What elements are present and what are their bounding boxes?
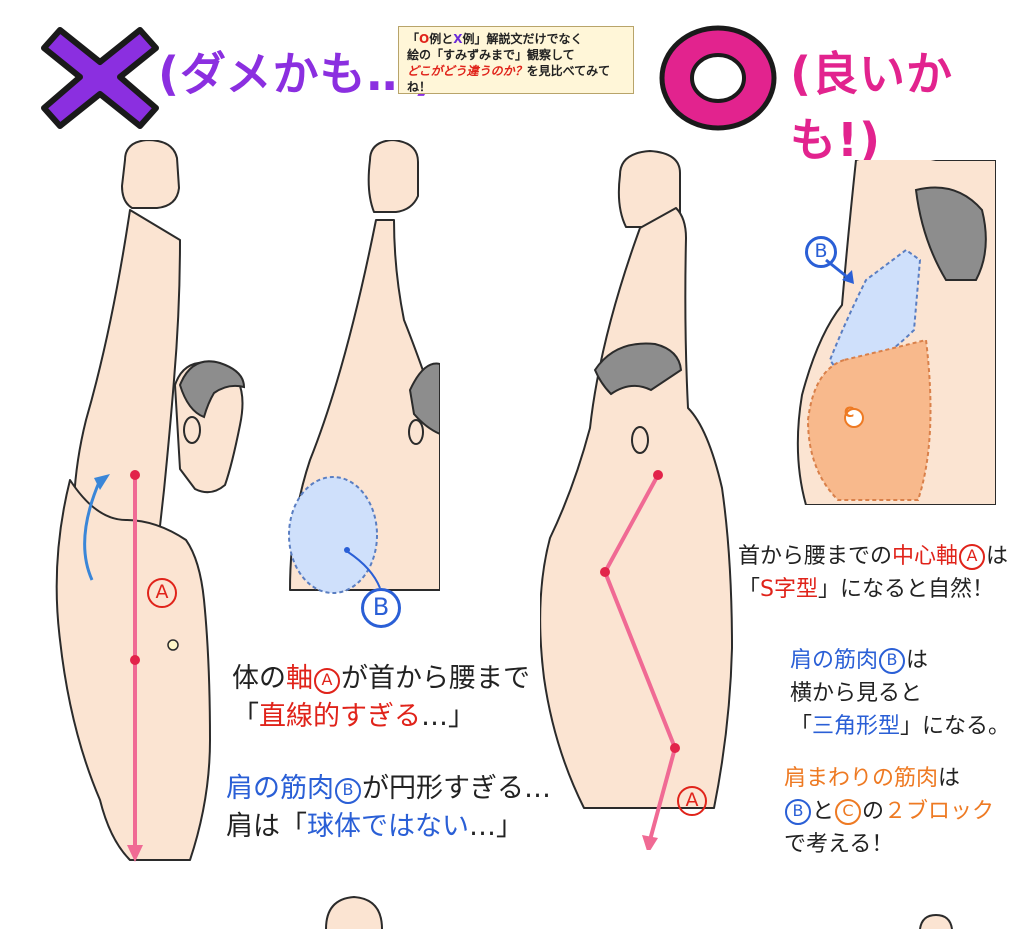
ng-cross-icon — [41, 27, 159, 129]
note-line-3: どこがどう違うのか？を見比べてみてね！ — [407, 64, 611, 94]
ng-label: (ダメかも…) — [158, 47, 436, 101]
ng-line-2: 「直線的すぎる…」 — [232, 701, 475, 732]
note-line-1: 「O例とX例」解説文だけでなく — [407, 32, 583, 46]
label-a-ng: A — [146, 578, 178, 608]
label-c-ok: C — [844, 405, 855, 421]
ok-p1-line-2: 「S字型」になると自然！ — [738, 577, 994, 602]
ng-figure-front — [55, 140, 246, 862]
ok-label: (良いかも!) — [790, 47, 954, 167]
bottom-fist-left — [325, 895, 383, 929]
ok-circle-icon — [659, 25, 777, 131]
ok-shoulder-detail — [796, 160, 996, 505]
note-line-2: 絵の「すみずみまで」観察して — [407, 48, 575, 62]
ng-figure-shoulder — [288, 140, 440, 594]
label-b-ng: B — [360, 588, 402, 628]
ok-p2-line-2: 横から見ると — [790, 681, 923, 706]
instruction-note: 「O例とX例」解説文だけでなく 絵の「すみずみまで」観察して どこがどう違うのか… — [398, 26, 634, 94]
ng-line-4: 肩は「球体ではない…」 — [226, 811, 523, 842]
ok-figure-side — [540, 150, 733, 850]
label-a-ok: A — [676, 786, 708, 816]
label-b-ok: B — [804, 236, 838, 268]
ok-p3-line-1: 肩まわりの筋肉は — [784, 766, 961, 791]
ok-p2-line-3: 「三角形型」になる。 — [790, 714, 1011, 739]
bottom-fist-right — [919, 913, 953, 929]
ok-p3-line-3: で考える！ — [784, 832, 894, 857]
